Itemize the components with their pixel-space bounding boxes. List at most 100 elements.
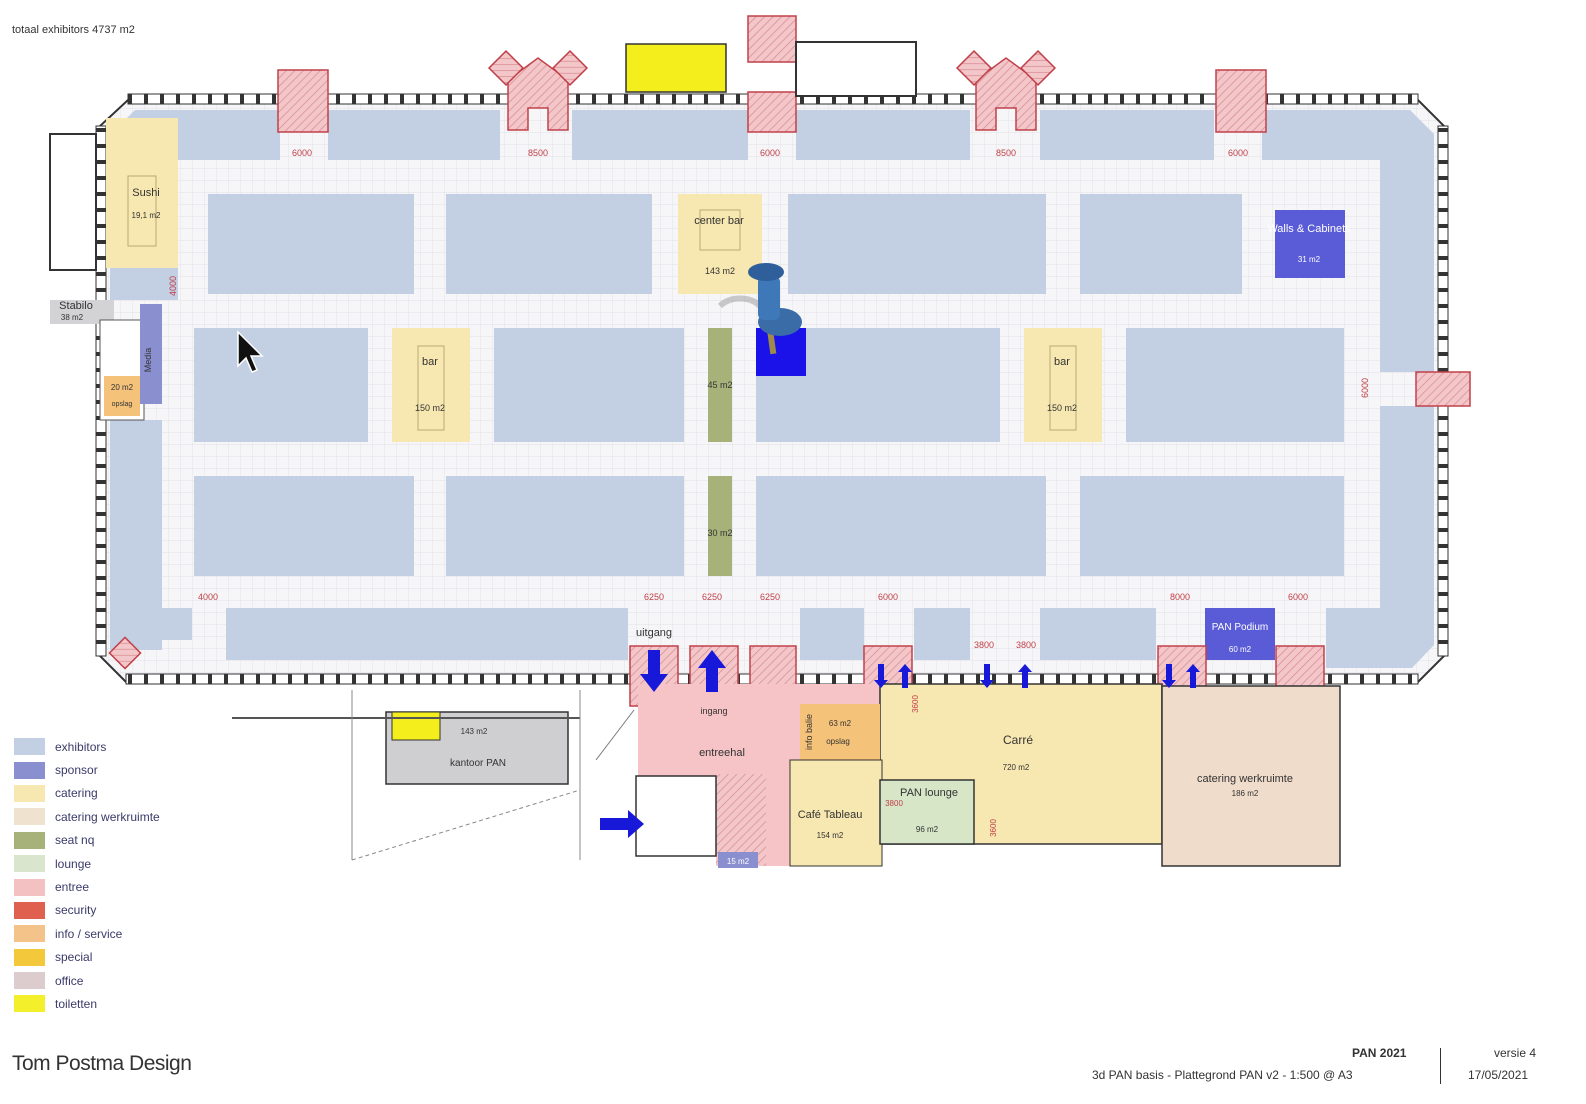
media-label: Media xyxy=(143,348,153,373)
legend-label: toiletten xyxy=(55,996,98,1011)
small-office-area: 143 m2 xyxy=(461,727,488,736)
legend-swatch xyxy=(14,784,45,802)
legend-item-special: special xyxy=(14,946,160,969)
small-room-area: 20 m2 xyxy=(111,383,134,392)
legend-label: entree xyxy=(55,880,90,895)
bar-left-area: 150 m2 xyxy=(415,403,445,413)
legend-swatch xyxy=(14,948,45,966)
walls-title: Walls & Cabinets xyxy=(1267,223,1351,235)
dim-bottom-1: 4000 xyxy=(198,592,218,602)
cafe-title: Café Tableau xyxy=(798,809,863,821)
total-exhibitors-note: totaal exhibitors 4737 m2 xyxy=(12,24,135,36)
dim-top-2: 8500 xyxy=(528,148,548,158)
sushi-area: 19,1 m2 xyxy=(132,211,161,220)
left-annex xyxy=(49,133,162,421)
legend-swatch xyxy=(14,901,45,919)
walls-area: 31 m2 xyxy=(1298,255,1321,264)
dim-carre-side: 3600 xyxy=(989,819,998,837)
legend-label: sponsor xyxy=(55,763,98,778)
highlighted-booth[interactable] xyxy=(756,328,806,376)
carre-area: 720 m2 xyxy=(1003,763,1030,772)
sushi-title: Sushi xyxy=(132,187,160,199)
legend-item-exhibitors: exhibitors xyxy=(14,735,160,758)
legend-label: security xyxy=(55,903,97,918)
cursor-icon xyxy=(237,330,264,373)
legend-label: office xyxy=(55,973,84,988)
legend-swatch xyxy=(14,972,45,990)
small-room-sub: opslag xyxy=(112,401,133,408)
info-balie-label: info balie xyxy=(804,714,814,750)
dim-top-1: 6000 xyxy=(292,148,312,158)
legend: exhibitors sponsor catering catering wer… xyxy=(14,735,160,1016)
walls-cabinets-booth xyxy=(1275,210,1345,278)
bar-left-title: bar xyxy=(422,356,438,368)
legend-label: exhibitors xyxy=(55,739,107,754)
dim-bottom-5: 6000 xyxy=(878,592,898,602)
designer-name: Tom Postma Design xyxy=(12,1052,192,1075)
kantoor-label: kantoor PAN xyxy=(450,758,506,769)
dim-lower-side: 3600 xyxy=(911,695,920,713)
toilets-top xyxy=(625,43,727,93)
legend-label: special xyxy=(55,950,93,965)
legend-swatch xyxy=(14,995,45,1013)
dim-lounge: 3800 xyxy=(885,799,903,808)
direction-arrows xyxy=(600,650,1200,838)
dim-top-3: 6000 xyxy=(760,148,780,158)
legend-swatch xyxy=(14,738,45,756)
uitgang-label: uitgang xyxy=(636,627,672,639)
legend-item-entree: entree xyxy=(14,875,160,898)
dim-bottom-6: 8000 xyxy=(1170,592,1190,602)
date-label: 17/05/2021 xyxy=(1468,1068,1529,1082)
seat-area-top xyxy=(708,328,732,442)
bar-right-area: 150 m2 xyxy=(1047,403,1077,413)
legend-label: info / service xyxy=(55,926,123,941)
legend-item-catering-werkruimte: catering werkruimte xyxy=(14,805,160,828)
dim-top-4: 8500 xyxy=(996,148,1016,158)
legend-item-security: security xyxy=(14,899,160,922)
seat-top-area: 45 m2 xyxy=(707,380,732,390)
legend-label: catering werkruimte xyxy=(55,809,160,824)
legend-swatch xyxy=(14,925,45,943)
lower-building xyxy=(232,683,1341,868)
legend-swatch xyxy=(14,878,45,896)
project-name: PAN 2021 xyxy=(1352,1046,1407,1060)
center-bar-area: 143 m2 xyxy=(705,266,735,276)
drawing-title: 3d PAN basis - Plattegrond PAN v2 - 1:50… xyxy=(1092,1068,1353,1082)
catering-title: catering werkruimte xyxy=(1197,773,1293,785)
legend-item-office: office xyxy=(14,969,160,992)
legend-swatch xyxy=(14,761,45,779)
dim-bottom-2: 6250 xyxy=(644,592,664,602)
version-label: versie 4 xyxy=(1494,1046,1537,1060)
seat-bottom-area: 30 m2 xyxy=(707,528,732,538)
podium-area: 60 m2 xyxy=(1229,645,1252,654)
legend-label: seat nq xyxy=(55,833,95,848)
stabilo-title: Stabilo xyxy=(59,300,93,312)
legend-swatch xyxy=(14,808,45,826)
top-entrances xyxy=(108,15,1471,670)
lounge-title: PAN lounge xyxy=(900,787,958,799)
legend-label: lounge xyxy=(55,856,92,871)
dim-3800-b: 3800 xyxy=(1016,640,1036,650)
pushpin-icon[interactable] xyxy=(717,263,802,355)
catering-area: 186 m2 xyxy=(1232,789,1259,798)
cafe-area: 154 m2 xyxy=(817,831,844,840)
seat-area-bottom xyxy=(708,476,732,576)
lounge-area: 96 m2 xyxy=(916,825,939,834)
exhibitor-blocks xyxy=(194,194,1344,576)
ingang-label: ingang xyxy=(700,706,727,716)
center-bar-title: center bar xyxy=(694,215,744,227)
dim-side-left: 4000 xyxy=(168,276,178,296)
titleblock-divider xyxy=(1440,1048,1441,1084)
legend-swatch xyxy=(14,831,45,849)
dim-bottom-7: 6000 xyxy=(1288,592,1308,602)
dim-top-5: 6000 xyxy=(1228,148,1248,158)
stabilo-area: 38 m2 xyxy=(61,313,84,322)
dim-side-right: 6000 xyxy=(1360,378,1370,398)
info-sub: opslag xyxy=(826,737,850,746)
info-area: 63 m2 xyxy=(829,719,852,728)
bar-right-title: bar xyxy=(1054,356,1070,368)
dim-bottom-4: 6250 xyxy=(760,592,780,602)
catering-areas xyxy=(106,118,1102,442)
legend-item-sponsor: sponsor xyxy=(14,758,160,781)
